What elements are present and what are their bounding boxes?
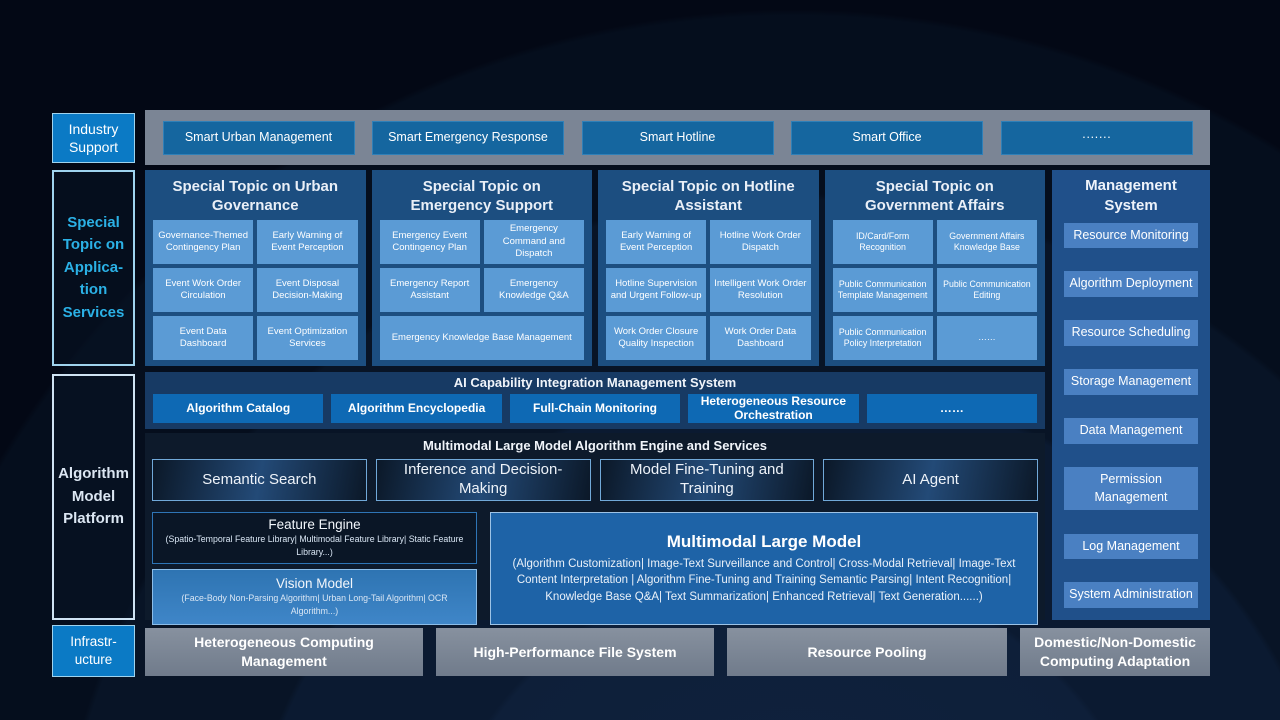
topic-column-title: Special Topic on Emergency Support [410, 177, 554, 215]
feature-engine-title: Feature Engine [268, 517, 361, 533]
management-item-storage-management: Storage Management [1064, 369, 1198, 395]
management-system-items: Resource Monitoring Algorithm Deployment… [1064, 222, 1198, 609]
topic-cell-grid: Governance-Themed Contingency Plan Early… [153, 220, 358, 360]
vision-model-subtitle: (Face-Body Non-Parsing Algorithm| Urban … [181, 593, 448, 617]
rail-label-special-topics: Special Topic on Applica-tion Services [52, 170, 135, 366]
rail-label-text: Infrastr-ucture [70, 634, 117, 667]
topic-cell: Public Communication Template Management [832, 268, 933, 312]
management-item-data-management: Data Management [1064, 418, 1198, 444]
rail-label-industry-support: Industry Support [52, 113, 135, 163]
topic-column-hotline-assistant: Special Topic on Hotline Assistant Early… [598, 170, 819, 366]
topic-column-title: Special Topic on Hotline Assistant [621, 177, 795, 215]
ai-capability-title: AI Capability Integration Management Sys… [453, 375, 737, 390]
industry-item-smart-urban-management: Smart Urban Management [162, 120, 355, 155]
ai-capability-item-algorithm-catalog: Algorithm Catalog [153, 394, 324, 423]
topic-cell: Early Warning of Event Perception [606, 220, 707, 264]
management-item-resource-scheduling: Resource Scheduling [1064, 320, 1198, 346]
topic-cell-grid: ID/Card/Form Recognition Government Affa… [832, 220, 1037, 360]
topic-column-title: Special Topic on Government Affairs [865, 177, 1005, 215]
engine-title: Multimodal Large Model Algorithm Engine … [422, 438, 768, 453]
vision-model-title: Vision Model [275, 576, 354, 592]
topic-cell: Event Work Order Circulation [153, 268, 254, 312]
topic-cell: Emergency Knowledge Q&A [483, 268, 584, 312]
topic-cell: ID/Card/Form Recognition [832, 220, 933, 264]
industry-support-strip: Smart Urban Management Smart Emergency R… [145, 110, 1210, 165]
rail-label-infrastructure: Infrastr-ucture [52, 625, 135, 677]
engine-services: Semantic Search Inference and Decision-M… [152, 459, 1038, 501]
ai-capability-item-more: …… [866, 394, 1038, 423]
special-topics-region: Special Topic on Urban Governance Govern… [145, 170, 1045, 366]
industry-item-smart-hotline: Smart Hotline [581, 120, 774, 155]
topic-cell: Public Communication Policy Interpretati… [832, 316, 933, 360]
industry-item-smart-emergency-response: Smart Emergency Response [372, 120, 564, 155]
infrastructure-row: Heterogeneous Computing Management High-… [145, 628, 1210, 676]
management-item-system-administration: System Administration [1064, 582, 1198, 608]
engine-service-ai-agent: AI Agent [823, 459, 1038, 501]
topic-column-title: Special Topic on Urban Governance [172, 177, 339, 215]
engine-lower-row: Feature Engine (Spatio-Temporal Feature … [152, 512, 1038, 625]
engine-service-semantic-search: Semantic Search [152, 459, 367, 501]
engine-service-inference-decision: Inference and Decision-Making [375, 459, 591, 501]
vision-model-box: Vision Model (Face-Body Non-Parsing Algo… [152, 569, 477, 625]
topic-cell: Emergency Report Assistant [379, 268, 480, 312]
topic-cell: Government Affairs Knowledge Base [936, 220, 1037, 264]
ai-capability-items: Algorithm Catalog Algorithm Encyclopedia… [153, 394, 1038, 423]
management-item-log-management: Log Management [1064, 533, 1198, 560]
multimodal-large-model-title: Multimodal Large Model [666, 532, 862, 552]
topic-cell: Public Communication Editing [936, 268, 1037, 312]
topic-cell: Work Order Data Dashboard [710, 316, 811, 360]
topic-cell: Event Data Dashboard [153, 316, 254, 360]
topic-cell: Event Disposal Decision-Making [257, 268, 358, 312]
algorithm-engine-section: Multimodal Large Model Algorithm Engine … [145, 433, 1045, 625]
feature-engine-box: Feature Engine (Spatio-Temporal Feature … [152, 512, 477, 564]
topic-cell-wide: Emergency Knowledge Base Management [379, 316, 584, 360]
topic-cell: Governance-Themed Contingency Plan [153, 220, 254, 264]
topic-cell: Hotline Work Order Dispatch [710, 220, 811, 264]
industry-item-more: ······· [1000, 120, 1193, 155]
topic-cell-more: …… [936, 316, 1037, 360]
management-system-panel: Management System Resource Monitoring Al… [1052, 170, 1210, 620]
topic-column-urban-governance: Special Topic on Urban Governance Govern… [145, 170, 366, 366]
topic-cell: Hotline Supervision and Urgent Follow-up [606, 268, 707, 312]
topic-cell-grid: Early Warning of Event Perception Hotlin… [606, 220, 811, 360]
rail-label-text: Algorithm Model Platform [58, 465, 129, 528]
rail-label-algorithm-model-platform: Algorithm Model Platform [52, 374, 135, 620]
topic-cell-grid: Emergency Event Contingency Plan Emergen… [379, 220, 584, 360]
infra-item-resource-pooling: Resource Pooling [727, 628, 1007, 676]
industry-item-smart-office: Smart Office [791, 120, 983, 155]
rail-label-text: Special Topic on Applica-tion Services [62, 213, 125, 321]
topic-column-emergency-support: Special Topic on Emergency Support Emerg… [371, 170, 592, 366]
topic-cell: Emergency Command and Dispatch [483, 220, 584, 264]
multimodal-large-model-subtitle: (Algorithm Customization| Image-Text Sur… [512, 558, 1016, 603]
engine-service-fine-tuning-training: Model Fine-Tuning and Training [599, 459, 815, 501]
feature-engine-subtitle: (Spatio-Temporal Feature Library| Multim… [165, 534, 464, 558]
topic-cell: Early Warning of Event Perception [257, 220, 358, 264]
management-system-title: Management System [1085, 177, 1177, 215]
multimodal-large-model-box: Multimodal Large Model (Algorithm Custom… [490, 512, 1038, 625]
management-item-resource-monitoring: Resource Monitoring [1064, 222, 1198, 248]
ai-capability-item-full-chain-monitoring: Full-Chain Monitoring [509, 394, 681, 423]
topic-column-government-affairs: Special Topic on Government Affairs ID/C… [824, 170, 1045, 366]
infra-item-computing-adaptation: Domestic/Non-Domestic Computing Adaptati… [1020, 628, 1210, 676]
engine-left-column: Feature Engine (Spatio-Temporal Feature … [152, 512, 477, 625]
ai-capability-section: AI Capability Integration Management Sys… [145, 372, 1045, 429]
ai-capability-item-algorithm-encyclopedia: Algorithm Encyclopedia [331, 394, 502, 423]
management-item-permission-management: Permission Management [1064, 467, 1198, 511]
topic-cell: Event Optimization Services [257, 316, 358, 360]
ai-capability-item-heterogeneous-resource-orchestration: Heterogeneous Resource Orchestration [688, 394, 859, 423]
topic-cell: Work Order Closure Quality Inspection [606, 316, 707, 360]
rail-label-text: Industry Support [68, 120, 119, 155]
infra-item-heterogeneous-computing: Heterogeneous Computing Management [145, 628, 423, 676]
topic-cell: Intelligent Work Order Resolution [710, 268, 811, 312]
infra-item-high-performance-file-system: High-Performance File System [436, 628, 714, 676]
management-item-algorithm-deployment: Algorithm Deployment [1064, 271, 1198, 297]
topic-cell: Emergency Event Contingency Plan [379, 220, 480, 264]
